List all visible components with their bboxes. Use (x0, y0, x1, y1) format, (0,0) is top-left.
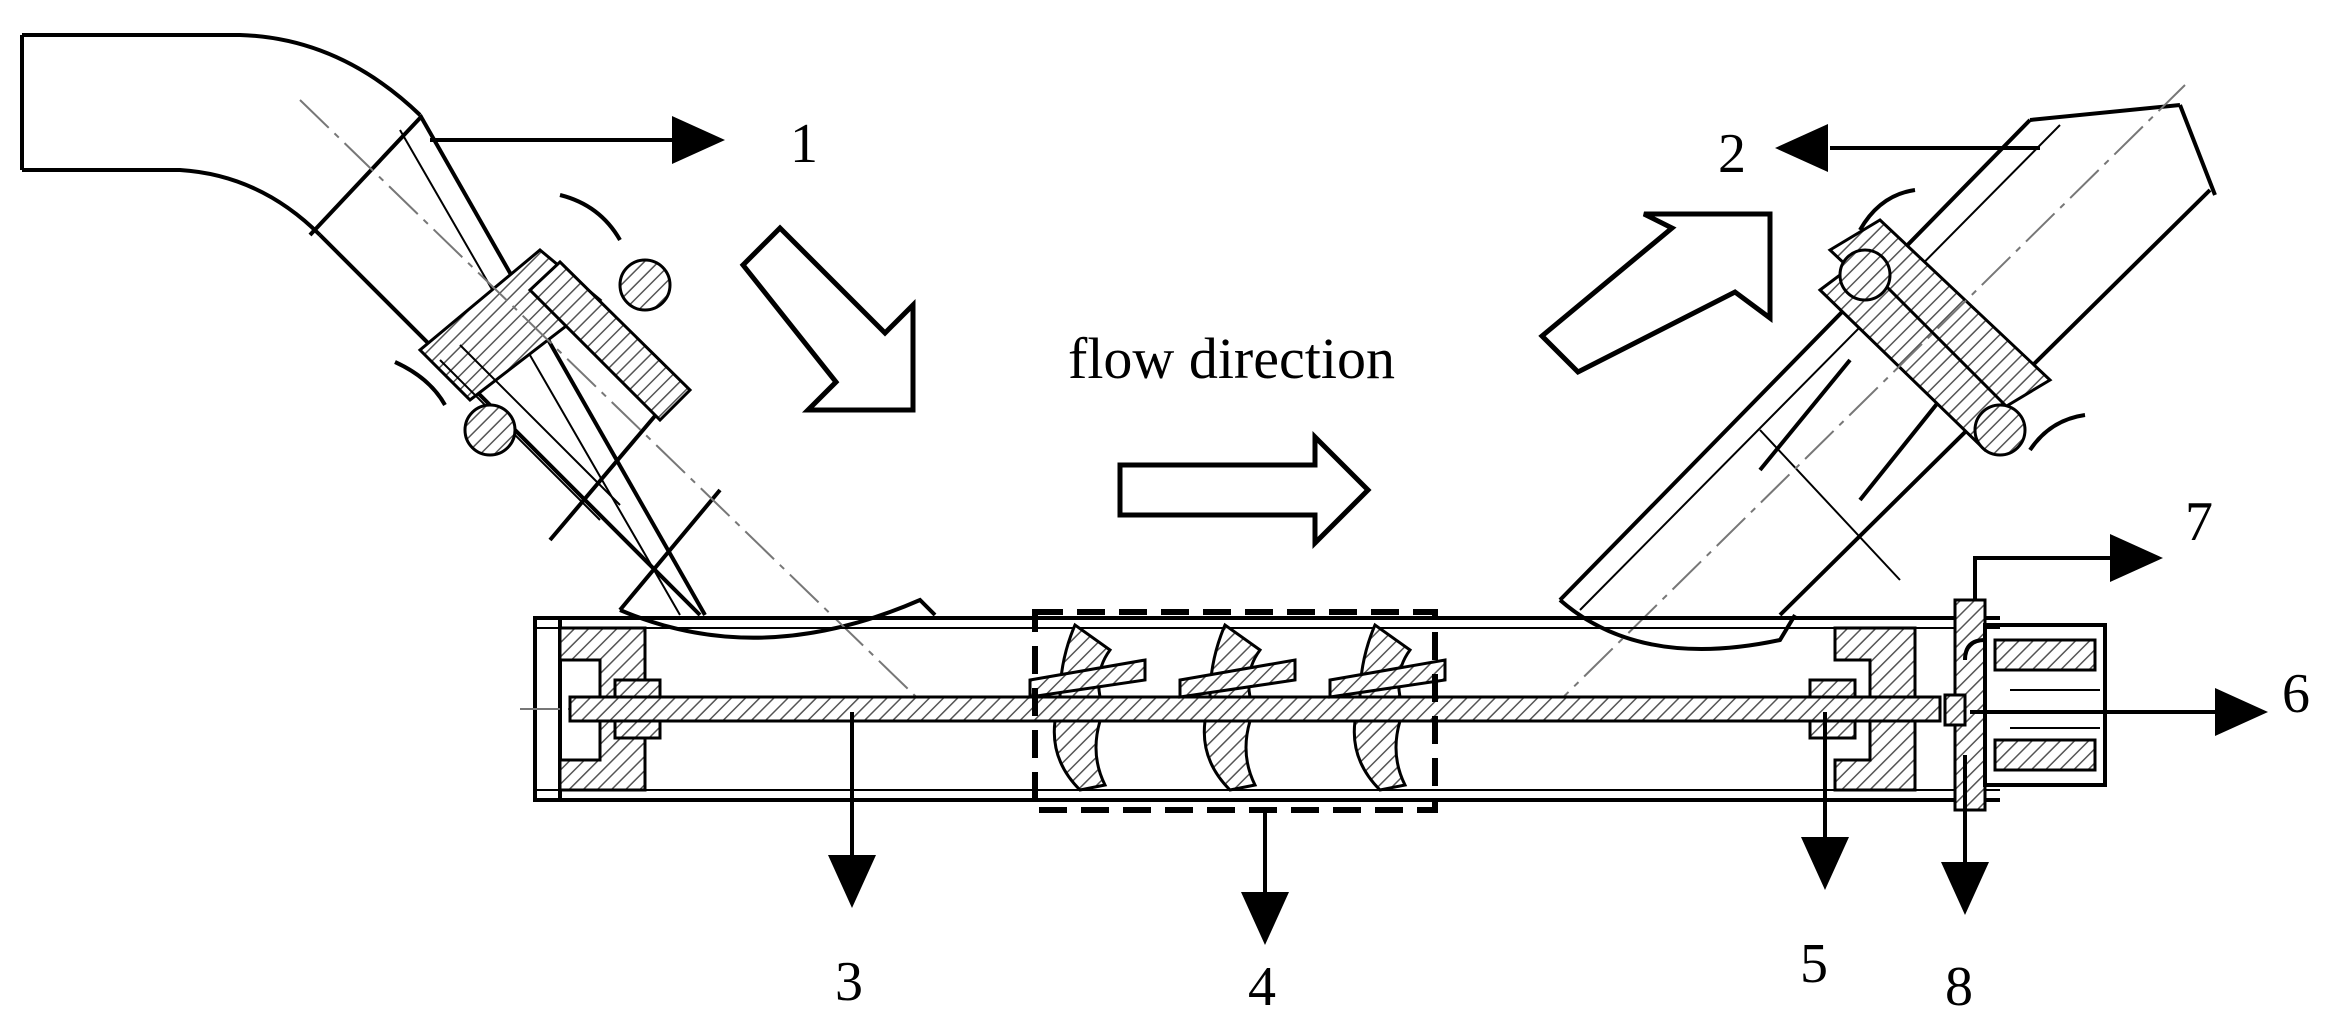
motor-assembly (1943, 598, 2107, 812)
impeller-section-box (1032, 609, 1438, 813)
flow-arrow-horizontal (1117, 430, 1372, 550)
label-5: 5 (1800, 933, 1828, 995)
label-2: 2 (1718, 123, 1746, 185)
rotor-shaft (568, 695, 1942, 723)
outlet-pipe (1539, 84, 2217, 721)
label-8: 8 (1945, 956, 1973, 1018)
impeller-2 (1178, 622, 1297, 792)
label-4: 4 (1248, 956, 1276, 1018)
label-3: 3 (835, 951, 863, 1013)
label-6: 6 (2282, 663, 2310, 725)
impeller-3 (1328, 622, 1447, 792)
impeller-1 (1028, 622, 1147, 792)
label-1: 1 (790, 113, 818, 175)
leader-lines (430, 116, 2268, 945)
flow-direction-label: flow direction (1068, 326, 1395, 391)
label-7: 7 (2185, 491, 2213, 553)
flow-arrow-inlet (739, 224, 916, 413)
inlet-pipe (20, 33, 941, 721)
flow-arrow-outlet (1538, 211, 1773, 376)
